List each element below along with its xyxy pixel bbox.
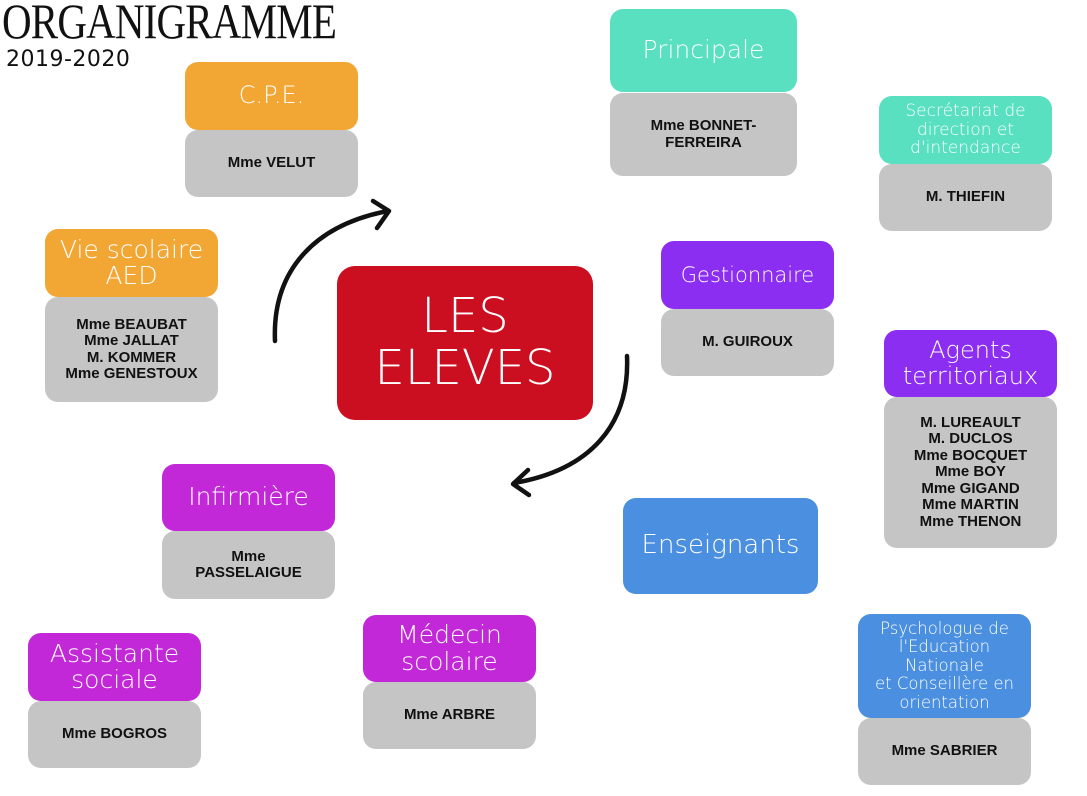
member: Mme ARBRE bbox=[403, 706, 496, 724]
title-line: Secrétariat de bbox=[905, 100, 1026, 121]
title-line: territoriaux bbox=[902, 361, 1039, 390]
title-line: l'Education bbox=[898, 637, 991, 657]
member: Mme BONNET- bbox=[650, 117, 757, 134]
title-line: Agents bbox=[929, 336, 1012, 365]
card-agents-members: M. LUREAULT M. DUCLOS Mme BOCQUET Mme BO… bbox=[884, 397, 1057, 548]
member: Mme bbox=[231, 547, 266, 565]
title-line: Vie scolaire bbox=[59, 234, 204, 264]
title-line: Nationale bbox=[905, 655, 984, 675]
card-cpe-title: C.P.E. bbox=[185, 62, 358, 130]
center-line-1: LES bbox=[421, 288, 509, 345]
card-agents-title: Agents territoriaux bbox=[884, 330, 1057, 397]
page-title: ORGANIGRAMME bbox=[2, 0, 337, 49]
gestionnaire-title: Gestionnaire bbox=[680, 262, 815, 287]
member: M. THIEFIN bbox=[925, 188, 1006, 206]
member: Mme JALLAT bbox=[84, 332, 179, 349]
card-psychologue-members: Mme SABRIER bbox=[858, 718, 1031, 785]
center-line-2: ELEVES bbox=[374, 340, 556, 396]
card-infirmiere-members: Mme PASSELAIGUE bbox=[162, 531, 335, 599]
card-vie-scolaire-members: Mme BEAUBAT Mme JALLAT M. KOMMER Mme GEN… bbox=[45, 297, 218, 402]
member: Mme SABRIER bbox=[891, 742, 998, 760]
member: M. DUCLOS bbox=[928, 430, 1013, 448]
infirmiere-title: Infirmière bbox=[188, 482, 309, 512]
card-cpe-members: Mme VELUT bbox=[185, 130, 358, 197]
title-line: direction et bbox=[916, 119, 1015, 140]
title-line: Médecin bbox=[397, 620, 502, 650]
title-line: sociale bbox=[71, 665, 158, 694]
member: FERREIRA bbox=[665, 133, 742, 151]
member: Mme BOGROS bbox=[61, 725, 167, 743]
title-line: et Conseillère en bbox=[874, 674, 1015, 694]
card-gestionnaire-members: M. GUIROUX bbox=[661, 309, 834, 376]
title-line: AED bbox=[105, 261, 158, 290]
member: Mme BOCQUET bbox=[913, 446, 1028, 464]
card-enseignants: Enseignants bbox=[623, 498, 818, 594]
member: Mme BOY bbox=[935, 463, 1006, 481]
cpe-title: C.P.E. bbox=[238, 81, 305, 110]
member: Mme GENESTOUX bbox=[65, 365, 198, 382]
enseignants-title: Enseignants bbox=[641, 530, 800, 561]
member: M. GUIROUX bbox=[702, 333, 793, 351]
card-gestionnaire-title: Gestionnaire bbox=[661, 241, 834, 309]
card-infirmiere-title: Infirmière bbox=[162, 464, 335, 531]
member: Mme BEAUBAT bbox=[76, 315, 187, 333]
card-principale-members: Mme BONNET- FERREIRA bbox=[610, 93, 797, 176]
card-vie-scolaire-title: Vie scolaire AED bbox=[45, 229, 218, 297]
title-line: Psychologue de bbox=[880, 618, 1009, 638]
students-center-box: LES ELEVES bbox=[337, 266, 593, 420]
member: M. KOMMER bbox=[86, 348, 177, 366]
title-line: scolaire bbox=[401, 646, 498, 676]
card-secretariat-title: Secrétariat de direction et d'intendance bbox=[879, 96, 1052, 164]
member: PASSELAIGUE bbox=[195, 564, 302, 581]
card-medecin-title: Médecin scolaire bbox=[363, 615, 536, 682]
school-year: 2019-2020 bbox=[6, 47, 131, 72]
member: Mme VELUT bbox=[227, 154, 316, 172]
card-secretariat-members: M. THIEFIN bbox=[879, 164, 1052, 231]
member: M. LUREAULT bbox=[920, 413, 1021, 431]
principale-title: Principale bbox=[642, 35, 765, 65]
member: Mme THENON bbox=[919, 512, 1022, 530]
title-line: orientation bbox=[899, 692, 990, 712]
member: Mme GIGAND bbox=[921, 479, 1020, 497]
title-line: Assistante bbox=[49, 638, 180, 668]
title-line: d'intendance bbox=[910, 138, 1021, 159]
card-medecin-members: Mme ARBRE bbox=[363, 682, 536, 749]
member: Mme MARTIN bbox=[922, 496, 1019, 514]
card-psychologue-title: Psychologue de l'Education Nationale et … bbox=[858, 614, 1031, 718]
card-assistante-title: Assistante sociale bbox=[28, 633, 201, 701]
card-principale-title: Principale bbox=[610, 9, 797, 92]
card-assistante-members: Mme BOGROS bbox=[28, 701, 201, 768]
